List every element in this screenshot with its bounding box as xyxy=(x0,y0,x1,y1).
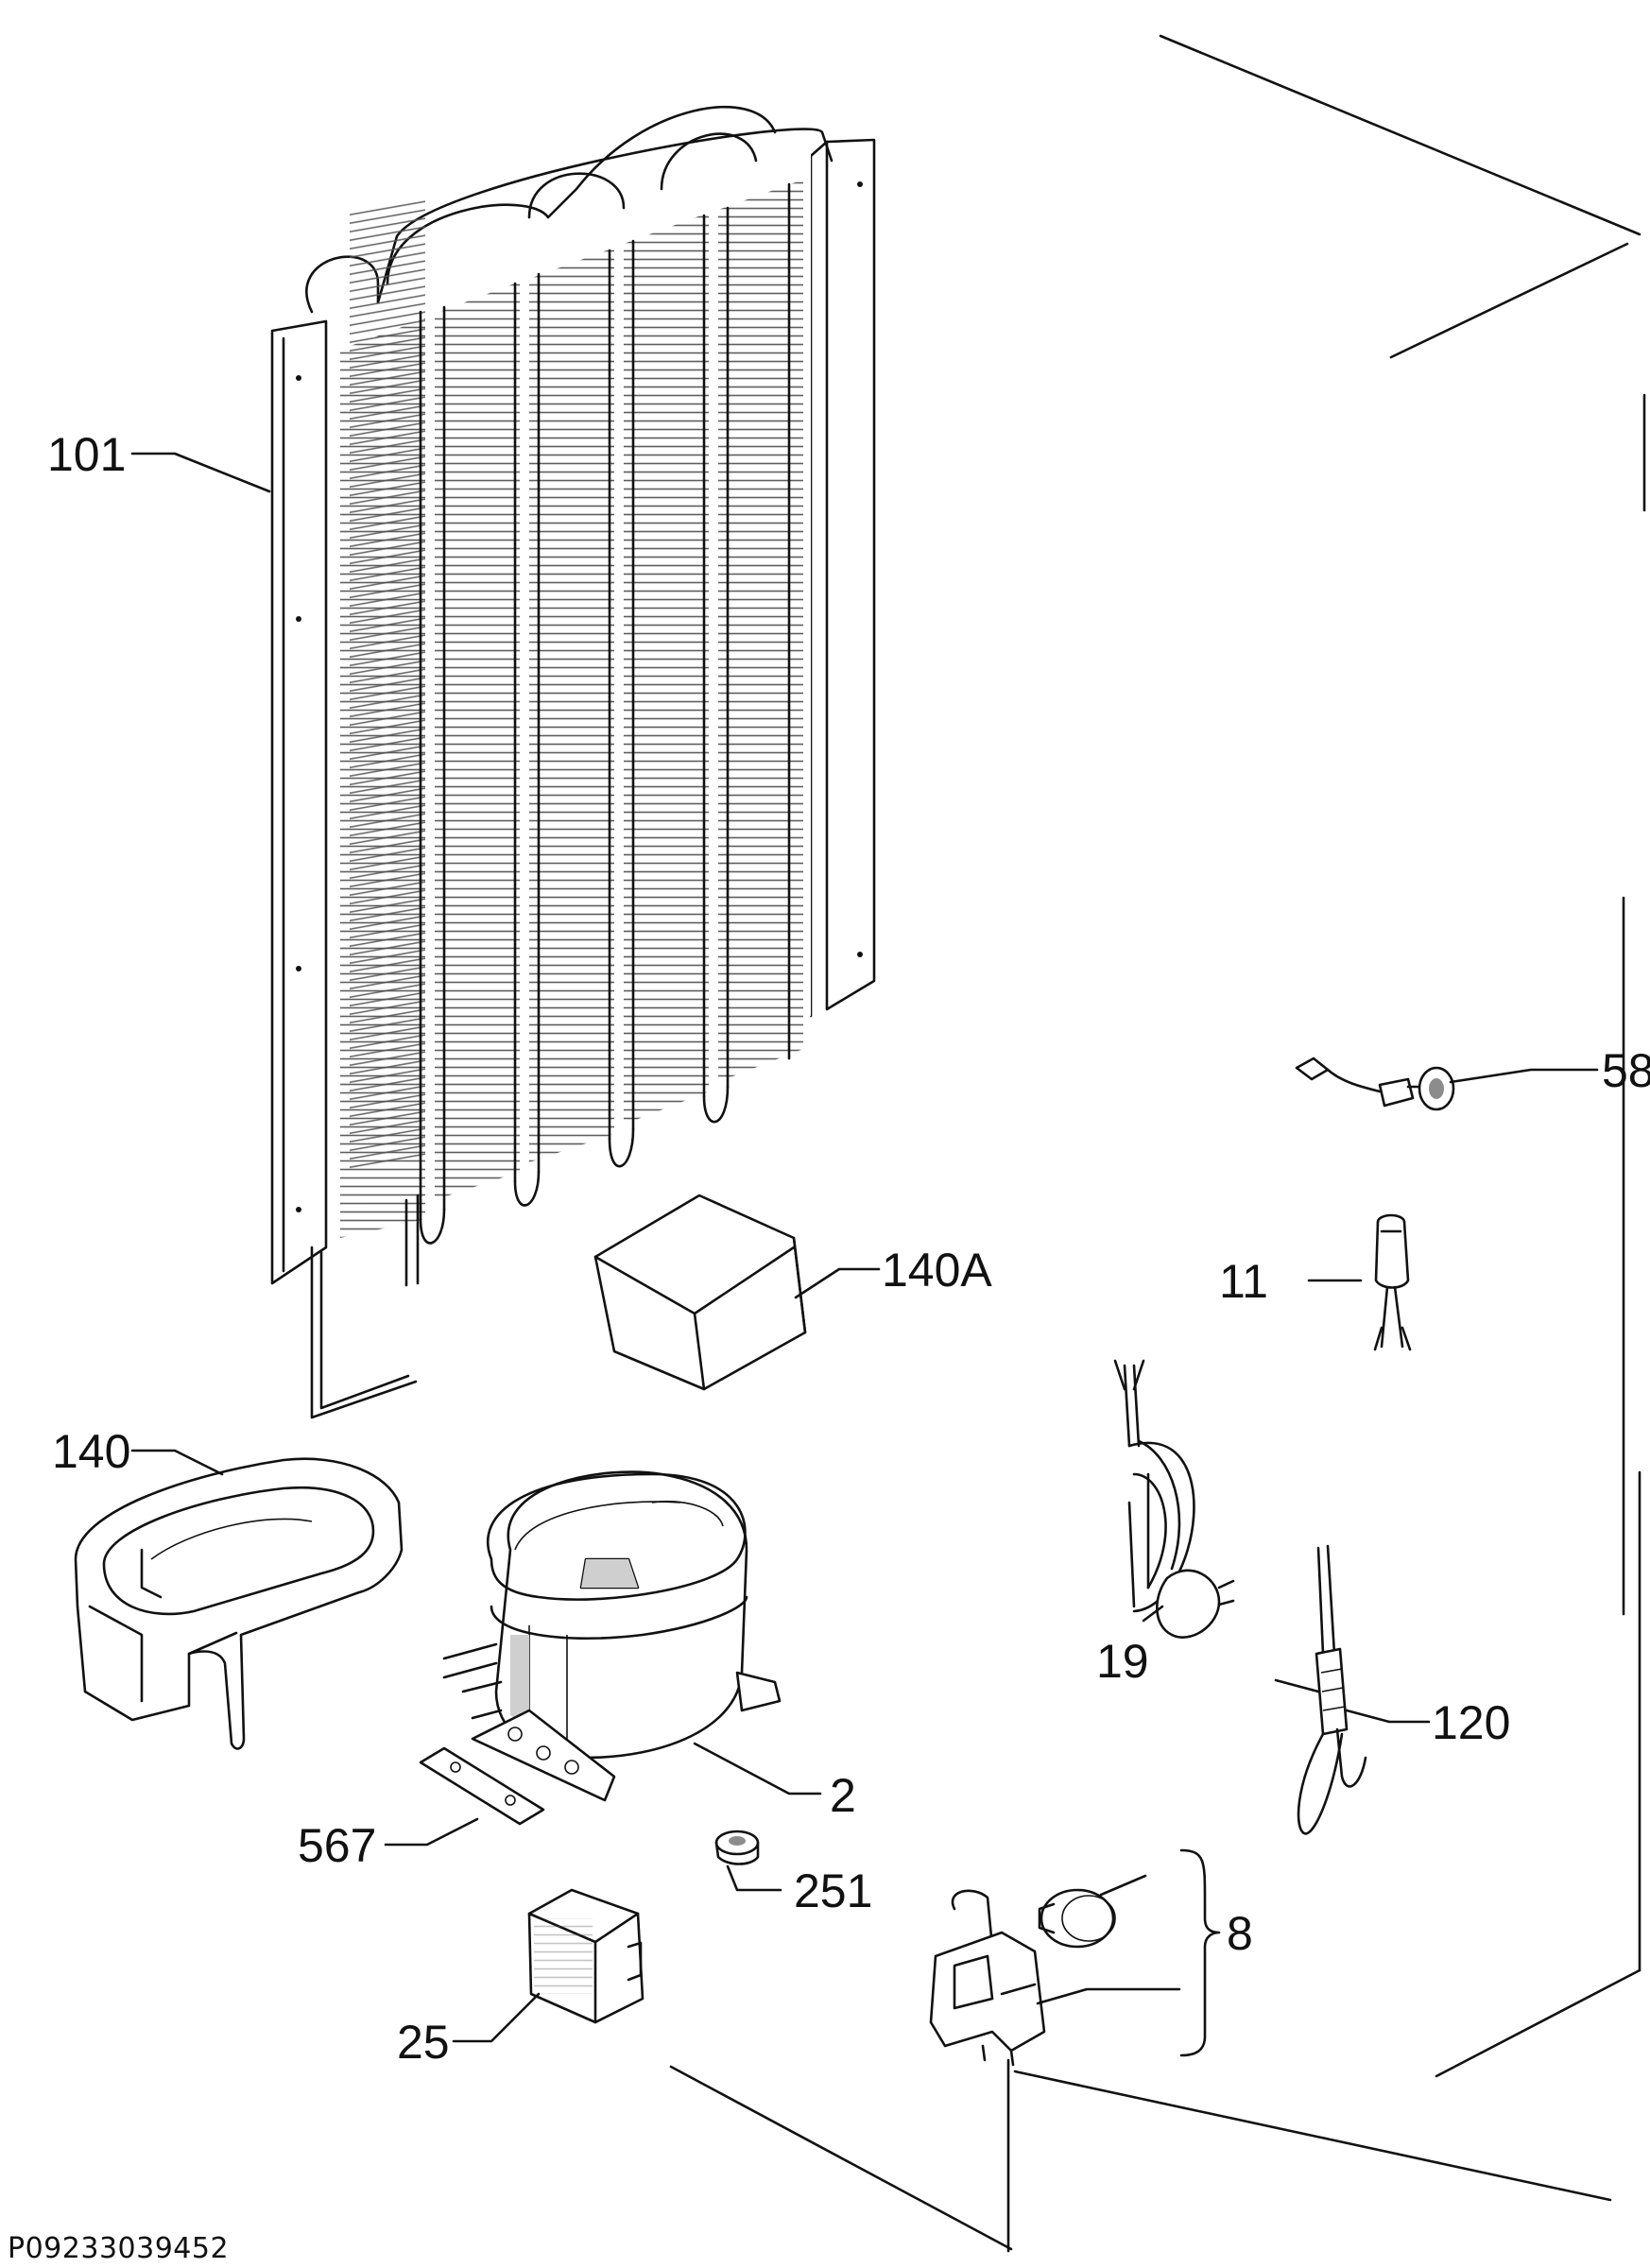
power-cord-19 xyxy=(1113,1359,1235,1639)
callout-140a: 140A xyxy=(882,1244,992,1297)
callout-120: 120 xyxy=(1432,1696,1510,1749)
callout-11: 11 xyxy=(1219,1255,1268,1308)
callout-labels: 101 584 140A 11 140 19 120 2 567 251 8 2… xyxy=(47,428,1650,2069)
callout-25: 25 xyxy=(397,2016,450,2069)
condenser-101 xyxy=(270,106,876,1419)
grommet-251 xyxy=(714,1830,760,1865)
capacitor-25 xyxy=(527,1888,645,2024)
starter-relay-8 xyxy=(929,1888,1116,2067)
heater-120 xyxy=(1274,1544,1367,1835)
component-11 xyxy=(1373,1213,1412,1351)
callout-567: 567 xyxy=(298,1819,376,1872)
cabinet-outline xyxy=(669,34,1646,2253)
callout-8: 8 xyxy=(1227,1907,1253,1960)
callout-101: 101 xyxy=(47,428,126,481)
sensor-584 xyxy=(1295,1057,1455,1111)
drawing-code: P09233039452 xyxy=(8,2232,229,2265)
leader-lines xyxy=(130,452,1599,2057)
callout-251: 251 xyxy=(794,1864,872,1917)
mounting-plate-567 xyxy=(419,1746,545,1826)
callout-19: 19 xyxy=(1096,1635,1149,1688)
callout-584: 584 xyxy=(1602,1044,1650,1097)
drip-tray-140 xyxy=(74,1457,404,1750)
callout-140: 140 xyxy=(52,1425,130,1478)
compressor-2 xyxy=(442,1470,782,1802)
cover-140a xyxy=(593,1194,807,1391)
callout-2: 2 xyxy=(830,1769,856,1822)
